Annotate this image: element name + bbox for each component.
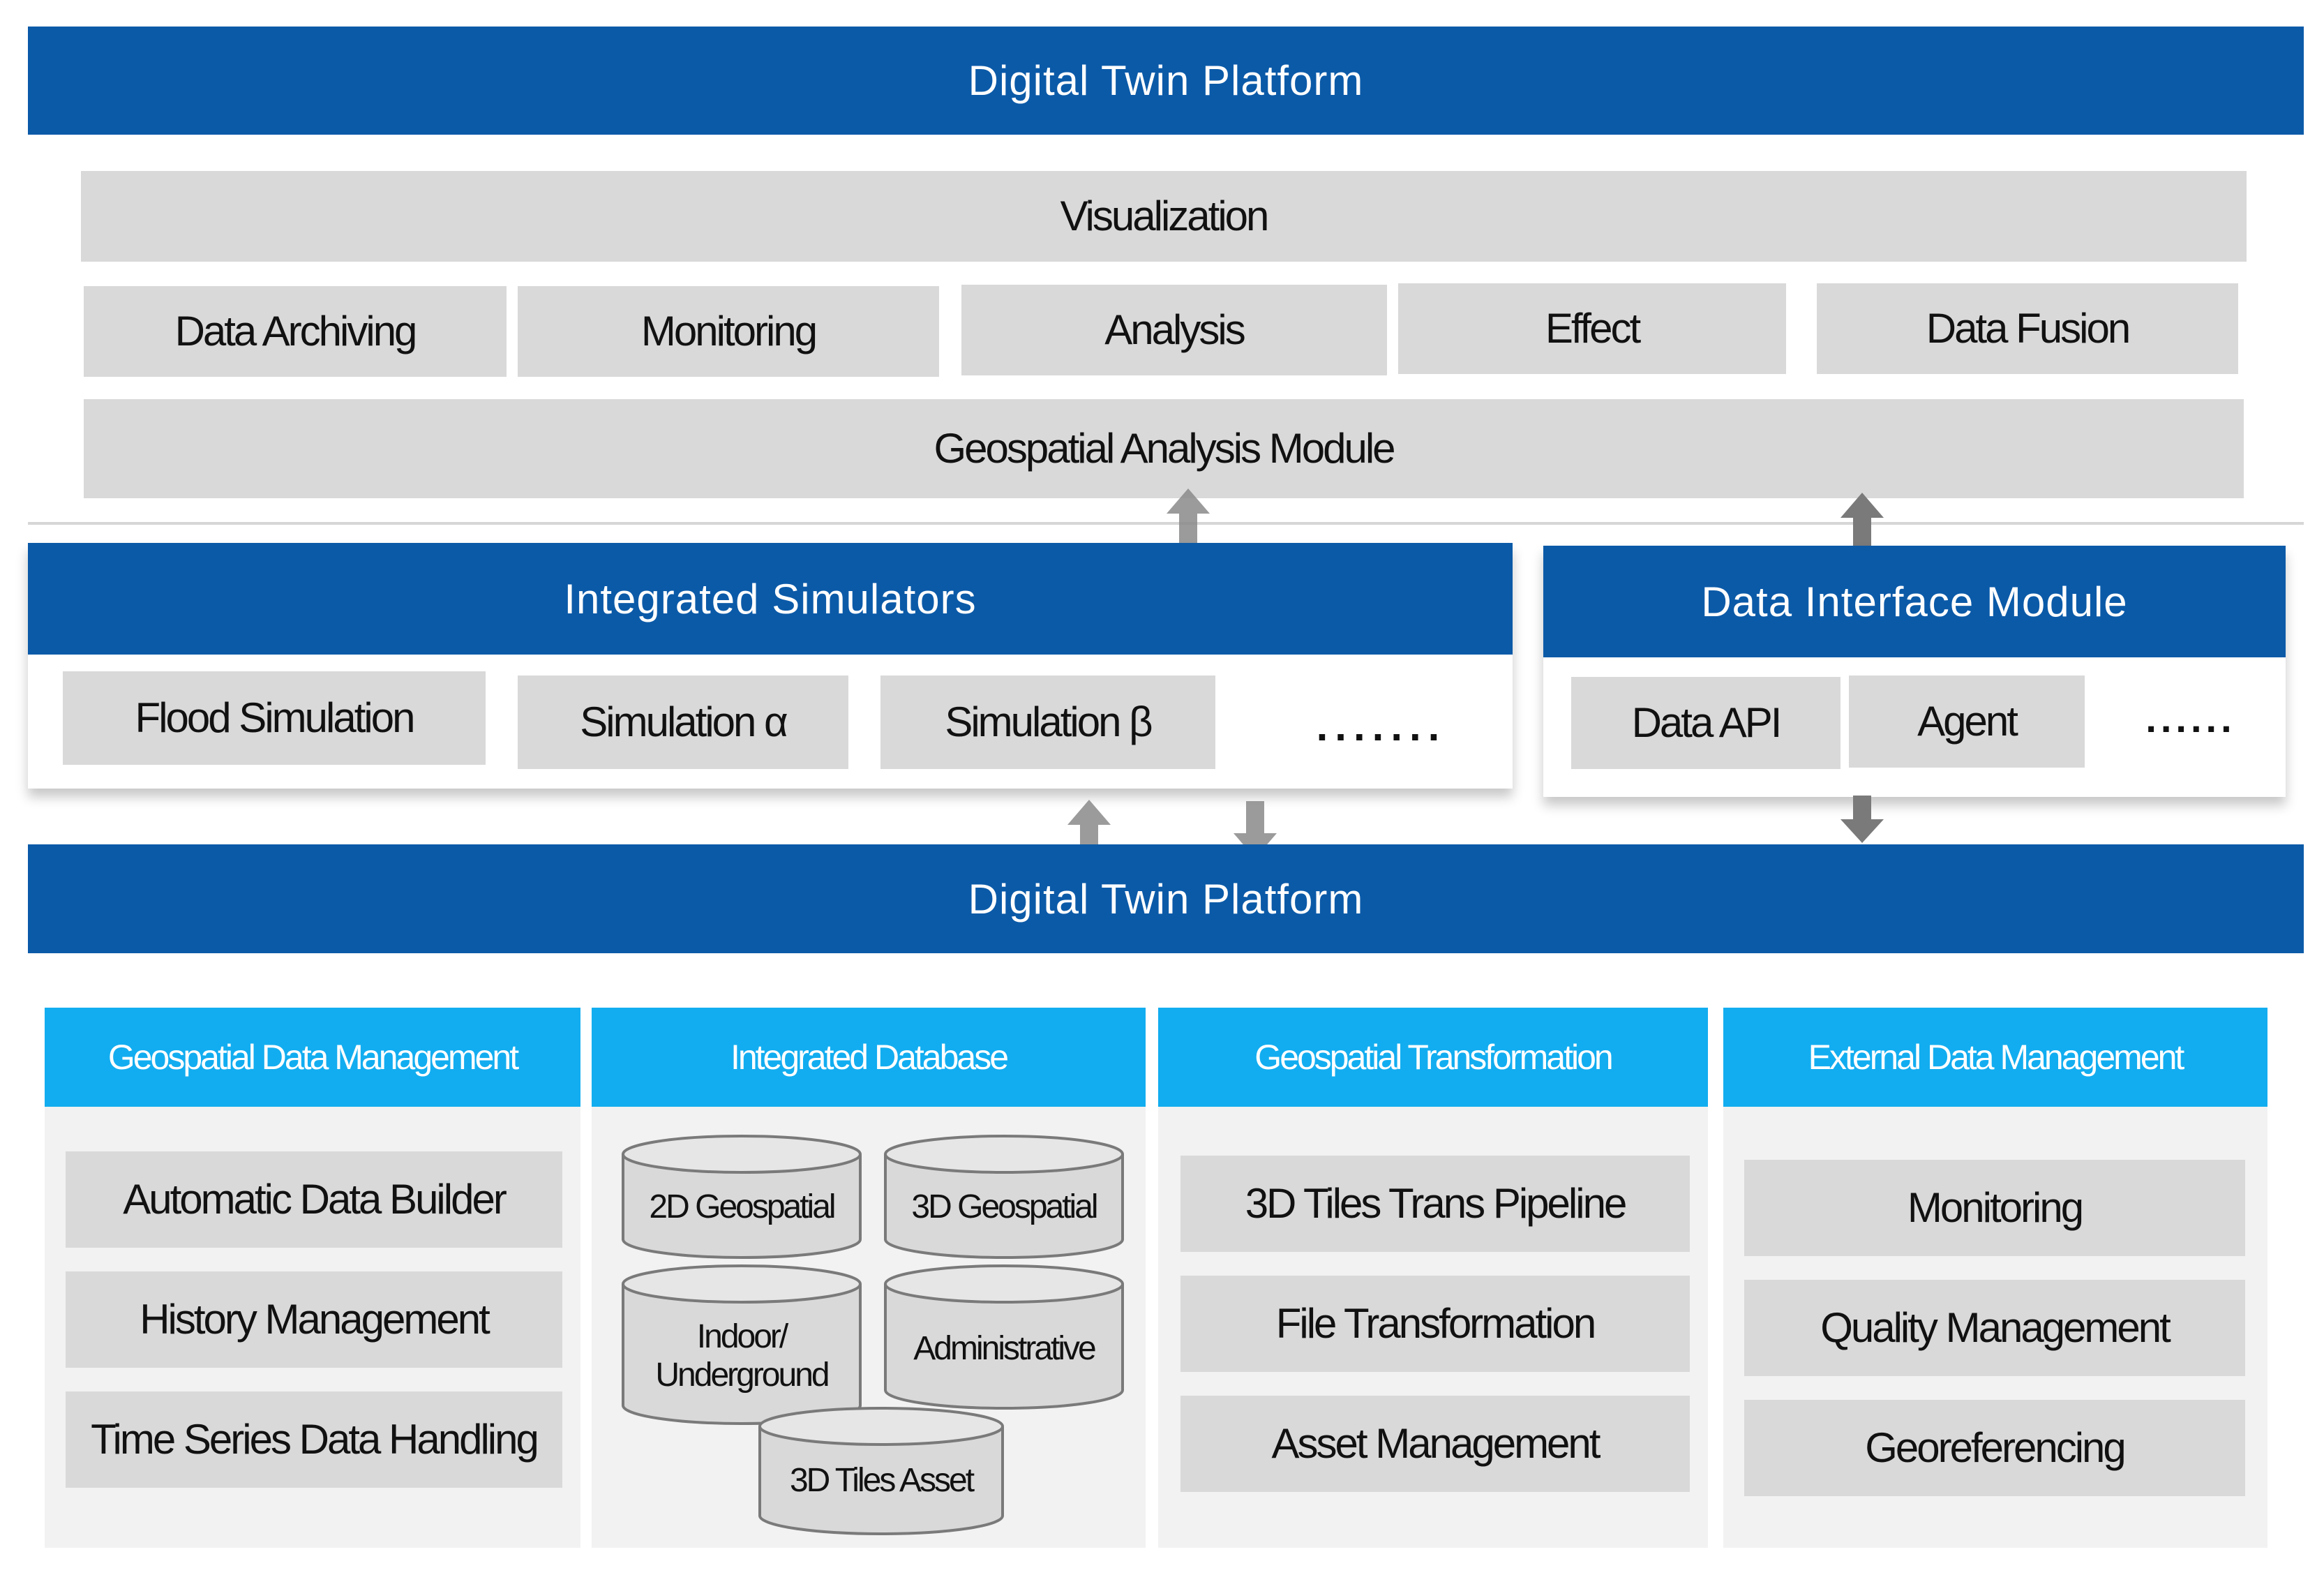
top-platform-title: Digital Twin Platform bbox=[968, 57, 1364, 104]
data-interface-title: Data Interface Module bbox=[1701, 578, 2128, 625]
external-data-management-header: External Data Management bbox=[1723, 1008, 2267, 1107]
down-arrow-icon bbox=[1841, 796, 1884, 843]
data-interface-header: Data Interface Module bbox=[1543, 546, 2286, 657]
column-title: Geospatial Data Management bbox=[107, 1038, 519, 1077]
item-label: History Management bbox=[140, 1296, 490, 1343]
sim-label: Simulation α bbox=[580, 699, 788, 745]
integrated-database-header: Integrated Database bbox=[592, 1008, 1146, 1107]
item-label: Automatic Data Builder bbox=[123, 1176, 507, 1223]
module-effect: Effect bbox=[1398, 283, 1786, 374]
db-label: Indoor/ Underground bbox=[655, 1318, 830, 1394]
item-label: 3D Tiles Trans Pipeline bbox=[1245, 1180, 1628, 1227]
db-administrative-icon: Administrative bbox=[883, 1264, 1125, 1411]
module-monitoring: Monitoring bbox=[518, 286, 939, 377]
integrated-simulators-header: Integrated Simulators bbox=[28, 543, 1513, 655]
item-label: Asset Management bbox=[1271, 1420, 1601, 1467]
up-arrow-icon bbox=[1841, 493, 1884, 548]
3d-tiles-trans-pipeline-box: 3D Tiles Trans Pipeline bbox=[1180, 1156, 1690, 1252]
column-title: Integrated Database bbox=[730, 1038, 1009, 1077]
time-series-data-handling-box: Time Series Data Handling bbox=[66, 1391, 562, 1488]
sim-simulation-alpha: Simulation α bbox=[518, 675, 848, 769]
history-management-box: History Management bbox=[66, 1271, 562, 1368]
asset-management-box: Asset Management bbox=[1180, 1396, 1690, 1492]
automatic-data-builder-box: Automatic Data Builder bbox=[66, 1151, 562, 1248]
more-simulators-ellipsis: ....... bbox=[1277, 691, 1486, 761]
item-label: Georeferencing bbox=[1865, 1424, 2127, 1471]
module-label: Data Fusion bbox=[1926, 305, 2131, 352]
external-monitoring-box: Monitoring bbox=[1744, 1160, 2245, 1256]
more-interfaces-ellipsis: ...... bbox=[2121, 687, 2261, 749]
interface-label: Agent bbox=[1917, 698, 2018, 745]
sim-label: Simulation β bbox=[945, 699, 1153, 745]
item-label: File Transformation bbox=[1275, 1300, 1597, 1347]
module-label: Effect bbox=[1545, 305, 1641, 352]
sim-simulation-beta: Simulation β bbox=[880, 675, 1215, 769]
geospatial-data-management-header: Geospatial Data Management bbox=[45, 1008, 580, 1107]
bottom-platform-bar: Digital Twin Platform bbox=[28, 844, 2304, 953]
db-indoor-underground-icon: Indoor/ Underground bbox=[621, 1264, 862, 1426]
module-data-fusion: Data Fusion bbox=[1817, 283, 2238, 374]
column-title: External Data Management bbox=[1808, 1038, 2185, 1077]
bottom-platform-title: Digital Twin Platform bbox=[968, 875, 1364, 923]
module-label: Data Archiving bbox=[174, 308, 418, 354]
down-arrow-icon bbox=[1234, 801, 1277, 858]
agent-box: Agent bbox=[1849, 675, 2085, 768]
db-label: Administrative bbox=[913, 1330, 1096, 1368]
up-arrow-icon bbox=[1067, 800, 1111, 857]
db-label: 3D Geospatial bbox=[911, 1188, 1098, 1226]
ellipsis-text: ....... bbox=[1316, 702, 1447, 749]
file-transformation-box: File Transformation bbox=[1180, 1276, 1690, 1372]
top-platform-bar: Digital Twin Platform bbox=[28, 27, 2304, 135]
item-label: Monitoring bbox=[1907, 1184, 2084, 1231]
sim-flood-simulation: Flood Simulation bbox=[63, 671, 486, 765]
up-arrow-icon bbox=[1167, 488, 1210, 546]
module-analysis: Analysis bbox=[961, 285, 1387, 375]
data-api-box: Data API bbox=[1571, 677, 1841, 769]
db-label: 3D Tiles Asset bbox=[789, 1462, 975, 1500]
db-2d-geospatial-icon: 2D Geospatial bbox=[621, 1135, 862, 1260]
module-label: Analysis bbox=[1104, 306, 1245, 353]
visualization-title: Visualization bbox=[1060, 193, 1270, 239]
item-label: Time Series Data Handling bbox=[91, 1416, 539, 1463]
quality-management-box: Quality Management bbox=[1744, 1280, 2245, 1376]
geospatial-analysis-module: Geospatial Analysis Module bbox=[84, 399, 2244, 498]
geospatial-analysis-title: Geospatial Analysis Module bbox=[934, 425, 1395, 472]
db-3d-geospatial-icon: 3D Geospatial bbox=[883, 1135, 1125, 1260]
visualization-box: Visualization bbox=[81, 171, 2247, 262]
interface-label: Data API bbox=[1631, 699, 1783, 746]
geospatial-transformation-header: Geospatial Transformation bbox=[1158, 1008, 1708, 1107]
db-label: 2D Geospatial bbox=[649, 1188, 836, 1226]
module-data-archiving: Data Archiving bbox=[84, 286, 507, 377]
section-divider bbox=[28, 522, 2304, 525]
column-title: Geospatial Transformation bbox=[1254, 1038, 1613, 1077]
sim-label: Flood Simulation bbox=[135, 694, 416, 741]
integrated-simulators-title: Integrated Simulators bbox=[564, 575, 977, 622]
georeferencing-box: Georeferencing bbox=[1744, 1400, 2245, 1496]
ellipsis-text: ...... bbox=[2145, 696, 2236, 740]
module-label: Monitoring bbox=[640, 308, 818, 354]
db-3d-tiles-asset-icon: 3D Tiles Asset bbox=[758, 1407, 1005, 1537]
item-label: Quality Management bbox=[1820, 1304, 2171, 1351]
